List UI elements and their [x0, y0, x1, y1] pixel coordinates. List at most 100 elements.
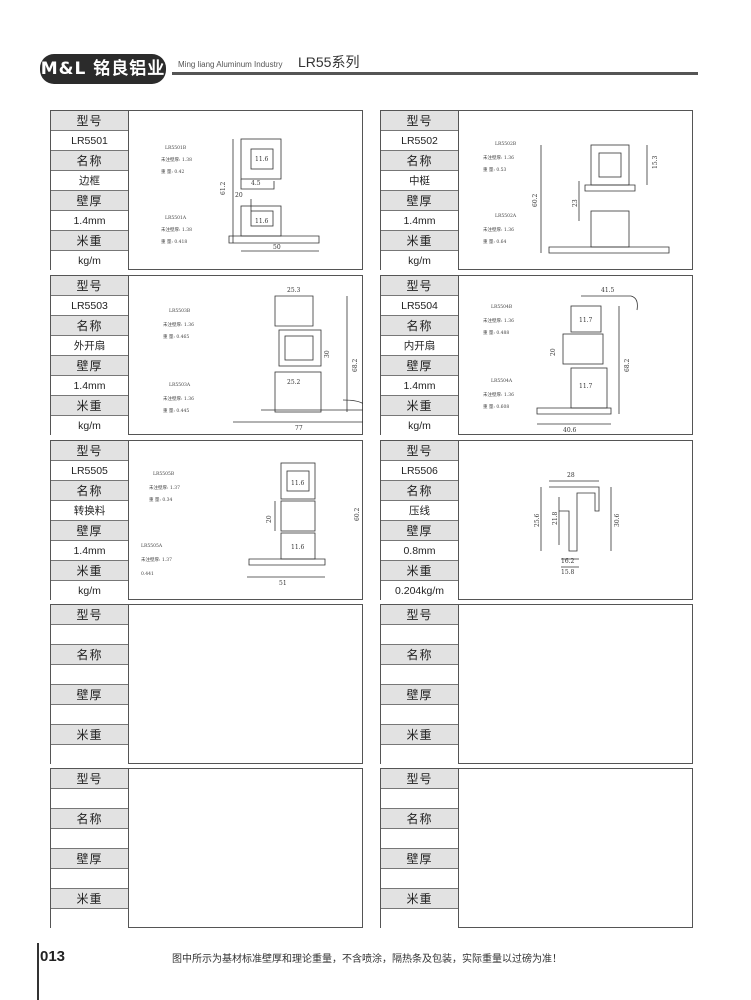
label-weight: 米重: [51, 725, 128, 745]
label-name: 名称: [51, 645, 128, 665]
dimension-label: 68.2: [352, 358, 359, 372]
value-name: 转换料: [51, 501, 128, 521]
dimension-label: 11.6: [255, 156, 269, 163]
label-model: 型号: [51, 111, 128, 131]
profile-drawing: LR5503B 未注壁厚: 1.36 重 量: 0.465 LR5503A 未注…: [129, 276, 369, 434]
value-thickness: 0.8mm: [381, 541, 458, 561]
value-name: [381, 665, 458, 685]
label-thickness: 壁厚: [51, 685, 128, 705]
part-wall: 未注壁厚: 1.36: [483, 226, 514, 233]
dimension-label: 25.3: [287, 287, 301, 294]
value-model: LR5503: [51, 296, 128, 316]
label-model: 型号: [51, 769, 128, 789]
value-weight: kg/m: [381, 416, 458, 436]
dimension-label: 16.2: [561, 558, 575, 565]
label-model: 型号: [381, 769, 458, 789]
value-model: [51, 625, 128, 645]
dimension-label: 11.7: [579, 383, 593, 390]
dimension-label: 15.8: [561, 569, 575, 576]
value-thickness: 1.4mm: [381, 211, 458, 231]
part-wall: 未注壁厚: 1.36: [483, 317, 514, 324]
part-code: LR5503B: [169, 308, 191, 314]
label-thickness: 壁厚: [51, 521, 128, 541]
part-wall: 未注壁厚: 1.36: [483, 391, 514, 398]
card-labels: 型号 名称 壁厚 米重: [381, 769, 459, 929]
label-weight: 米重: [381, 231, 458, 251]
label-weight: 米重: [51, 889, 128, 909]
label-thickness: 壁厚: [381, 685, 458, 705]
label-name: 名称: [381, 645, 458, 665]
label-thickness: 壁厚: [381, 849, 458, 869]
profile-svg: LR5502B 未注壁厚: 1.36 重 量: 0.53 LR5502A 未注壁…: [483, 141, 670, 254]
dimension-label: 23: [572, 199, 579, 207]
label-weight: 米重: [381, 561, 458, 581]
part-wall: 未注壁厚: 1.36: [483, 154, 514, 161]
value-weight: [51, 745, 128, 765]
dimension-label: 41.5: [601, 287, 615, 294]
value-name: 中梃: [381, 171, 458, 191]
value-weight: [381, 745, 458, 765]
value-model: LR5501: [51, 131, 128, 151]
product-card-empty: 型号 名称 壁厚 米重: [50, 604, 363, 765]
product-card-lr5505: 型号 LR5505 名称 转换料 壁厚 1.4mm 米重 kg/m LR5505…: [50, 440, 366, 601]
dimension-label: 20: [550, 348, 557, 356]
part-weight: 重 量: 0.608: [483, 403, 509, 410]
label-thickness: 壁厚: [381, 356, 458, 376]
label-weight: 米重: [51, 561, 128, 581]
value-model: LR5505: [51, 461, 128, 481]
card-labels: 型号 LR5505 名称 转换料 壁厚 1.4mm 米重 kg/m: [51, 441, 129, 601]
label-thickness: 壁厚: [51, 191, 128, 211]
dimension-label: 25.2: [287, 379, 301, 386]
product-card-lr5503: 型号 LR5503 名称 外开扇 壁厚 1.4mm 米重 kg/m LR5503…: [50, 275, 369, 436]
part-wall: 未注壁厚: 1.37: [149, 484, 180, 491]
page-header: M&L 铭良铝业 Ming liang Aluminum Industry LR…: [0, 0, 751, 84]
profile-drawing: LR5501B 未注壁厚: 1.38 重 量: 0.42 LR5501A 未注壁…: [129, 111, 363, 269]
value-name: [381, 829, 458, 849]
value-thickness: [51, 869, 128, 889]
profile-drawing: 28 25.6 21.8 30.6 16.2 15.8: [459, 441, 693, 599]
dimension-label: 28: [567, 472, 575, 479]
label-name: 名称: [381, 481, 458, 501]
value-model: LR5506: [381, 461, 458, 481]
card-labels: 型号 LR5506 名称 压线 壁厚 0.8mm 米重 0.204kg/m: [381, 441, 459, 601]
part-code: LR5504A: [491, 378, 513, 384]
value-model: LR5502: [381, 131, 458, 151]
part-code: LR5503A: [169, 382, 191, 388]
label-model: 型号: [51, 605, 128, 625]
series-title: LR55系列: [298, 54, 360, 70]
part-weight: 重 量: 0.42: [161, 168, 185, 175]
dimension-label: 20: [266, 515, 273, 523]
label-name: 名称: [51, 151, 128, 171]
company-logo: M&L 铭良铝业: [40, 54, 166, 84]
profile-svg: 28 25.6 21.8 30.6 16.2 15.8: [534, 472, 621, 576]
card-labels: 型号 名称 壁厚 米重: [51, 769, 129, 929]
dimension-label: 61.2: [220, 181, 227, 195]
page-number: 013: [40, 948, 66, 965]
part-weight: 重 量: 0.418: [161, 238, 187, 245]
part-weight: 重 量: 0.34: [149, 496, 173, 503]
card-labels: 型号 LR5504 名称 内开扇 壁厚 1.4mm 米重 kg/m: [381, 276, 459, 436]
part-code: LR5501B: [165, 145, 187, 151]
product-card-lr5502: 型号 LR5502 名称 中梃 壁厚 1.4mm 米重 kg/m LR5502B…: [380, 110, 693, 271]
product-card-empty: 型号 名称 壁厚 米重: [380, 604, 693, 765]
footer-rule: [37, 943, 39, 1000]
value-model: [381, 625, 458, 645]
value-weight: kg/m: [381, 251, 458, 271]
value-name: 外开扇: [51, 336, 128, 356]
value-thickness: [381, 869, 458, 889]
label-thickness: 壁厚: [51, 356, 128, 376]
label-weight: 米重: [381, 725, 458, 745]
label-thickness: 壁厚: [381, 521, 458, 541]
dimension-label: 21.8: [552, 511, 559, 525]
part-weight: 重 量: 0.445: [163, 407, 189, 414]
part-code: LR5505A: [141, 543, 163, 549]
footer-note: 图中所示为基材标准壁厚和理论重量，不含喷涂，隔热条及包装，实际重量以过磅为准！: [172, 954, 562, 965]
product-card-lr5504: 型号 LR5504 名称 内开扇 壁厚 1.4mm 米重 kg/m LR5504…: [380, 275, 693, 436]
label-weight: 米重: [51, 231, 128, 251]
part-wall: 未注壁厚: 1.37: [141, 556, 172, 563]
value-model: [51, 789, 128, 809]
label-model: 型号: [51, 276, 128, 296]
value-weight: kg/m: [51, 251, 128, 271]
value-thickness: 1.4mm: [51, 376, 128, 396]
part-weight: 重 量: 0.64: [483, 238, 507, 245]
